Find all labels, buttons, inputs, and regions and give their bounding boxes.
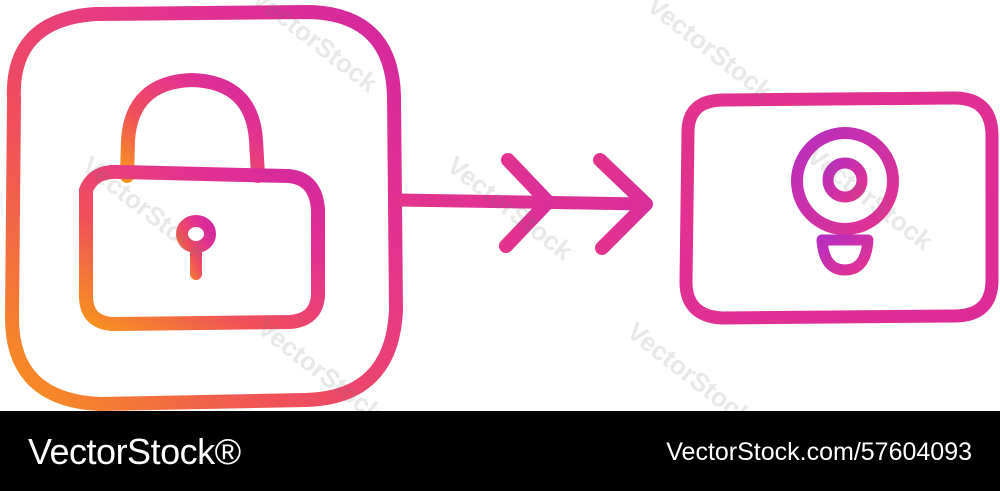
arrow-shaft	[391, 193, 653, 211]
lock-body	[79, 164, 325, 331]
keyhole	[175, 215, 217, 280]
lightbulb-inner	[822, 157, 868, 203]
lock-tile	[5, 5, 403, 411]
arrow-chevron-2	[593, 153, 653, 255]
lock-icon	[79, 72, 325, 331]
double-chevron-arrow-icon	[391, 153, 653, 255]
lightbulb-tile-frame	[679, 91, 999, 325]
lightbulb-tile	[679, 91, 999, 325]
footer-image-id: VectorStock.com/57604093	[666, 438, 972, 466]
lock-tile-frame	[5, 5, 403, 411]
lock-shackle	[120, 72, 265, 183]
lightbulb-icon	[791, 127, 899, 276]
arrow-chevron-1	[499, 153, 555, 253]
lightbulb-base	[816, 234, 874, 276]
footer-brand-logo: VectorStock®	[28, 431, 241, 472]
illustration	[5, 5, 999, 411]
footer-bar: VectorStock® VectorStock.com/57604093	[0, 411, 1000, 491]
illustration-canvas	[5, 5, 999, 411]
lightbulb-globe	[791, 127, 899, 235]
